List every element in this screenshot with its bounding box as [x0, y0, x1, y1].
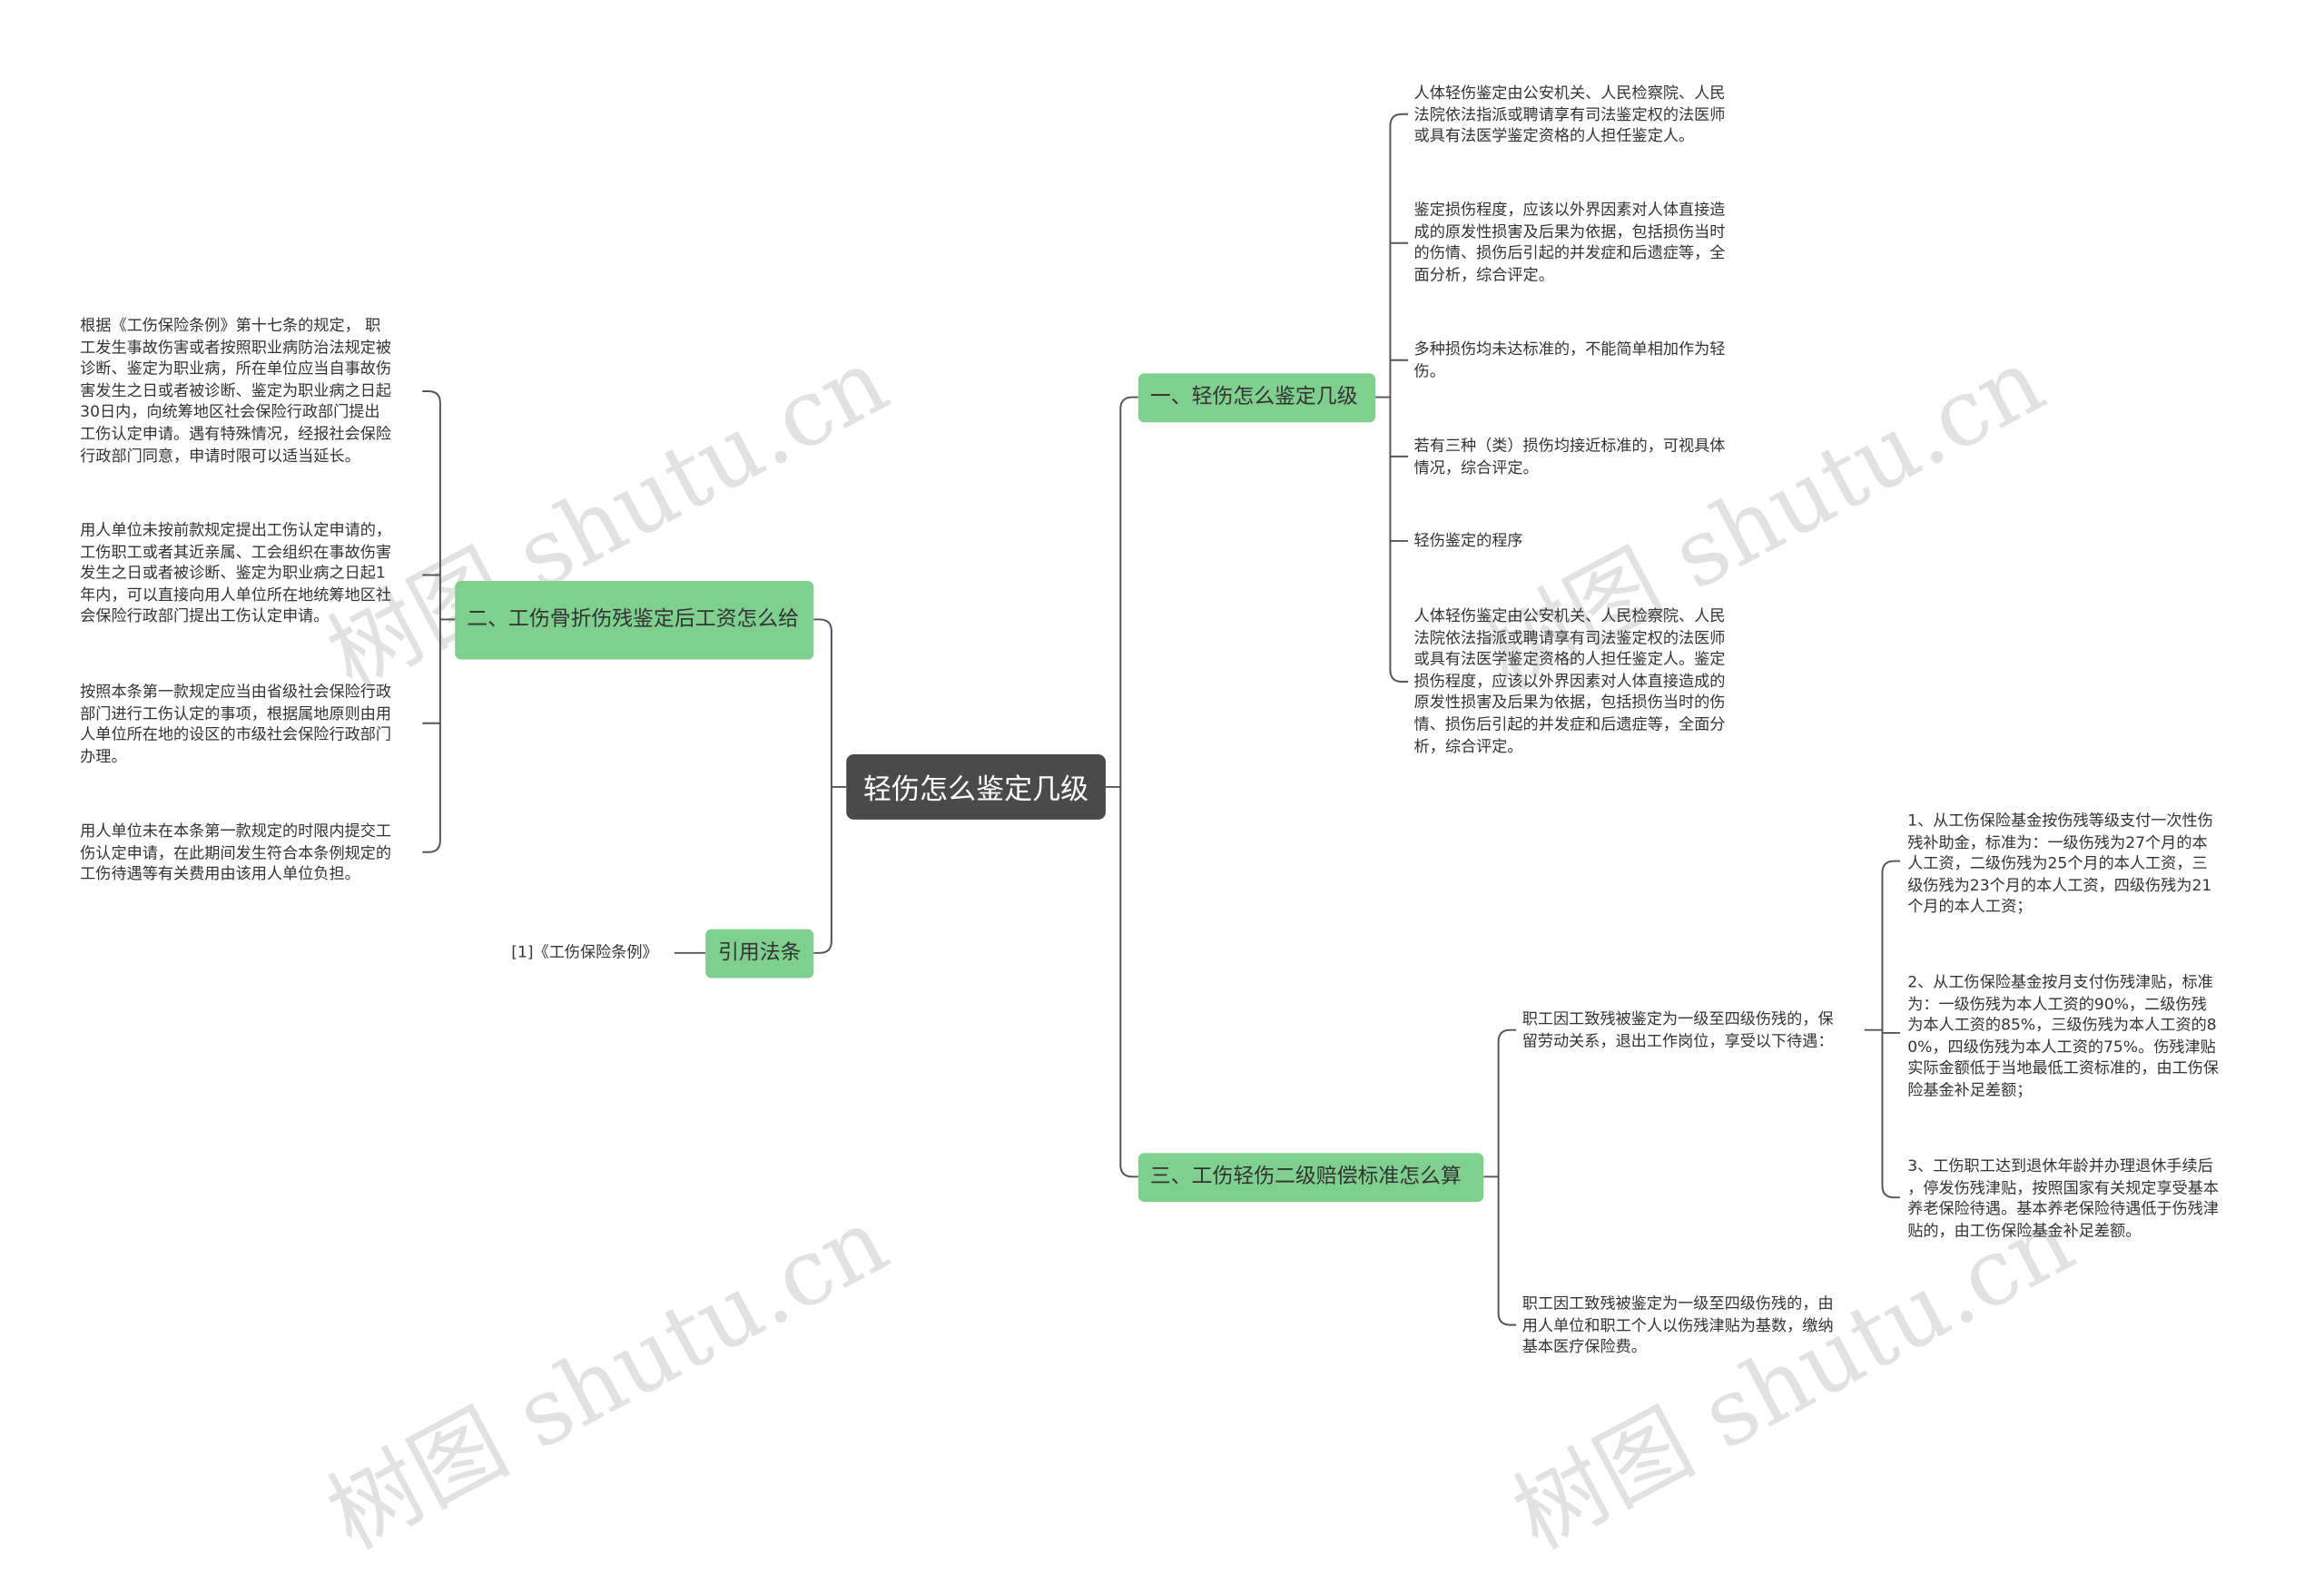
connector-line: [422, 390, 456, 621]
leaf-b3a-3: 3、工伤职工达到退休年龄并办理退休手续后 ，停发伤残津贴，按照国家有关规定享受基…: [1907, 1157, 2220, 1241]
root-topic[interactable]: 轻伤怎么鉴定几级: [846, 754, 1106, 820]
connector-line: [422, 619, 441, 853]
connector-line: [1864, 860, 1901, 1031]
leaf-b2-1: 根据《工伤保险条例》第十七条的规定， 职 工发生事故伤害或者按照职业病防治法规定…: [80, 317, 392, 465]
branch-b2[interactable]: 二、工伤骨折伤残鉴定后工资怎么给: [455, 580, 814, 660]
leaf-b3a-2: 2、从工伤保险基金按月支付伤残津贴，标准 为：一级伤残为本人工资的90%，二级伤…: [1907, 973, 2220, 1100]
leaf-b1-5: 轻伤鉴定的程序: [1413, 532, 1523, 550]
connector-line: [1497, 1176, 1517, 1326]
leaf-b1-2: 鉴定损伤程度，应该以外界因素对人体直接造 成的原发性损害及后果为依据，包括损伤当…: [1413, 202, 1726, 285]
leaf-b2-2: 用人单位未按前款规定提出工伤认定申请的， 工伤职工或者其近亲属、工会组织在事故伤…: [80, 521, 392, 626]
connector-line: [1105, 396, 1138, 788]
branch-b1[interactable]: 一、轻伤怎么鉴定几级: [1137, 373, 1376, 423]
branch-b3[interactable]: 三、工伤轻伤二级赔偿标准怎么算: [1137, 1153, 1484, 1203]
connector-line: [1881, 1029, 1901, 1199]
connector-lines: [422, 113, 1901, 1326]
leaf-b2-3: 按照本条第一款规定应当由省级社会保险行政 部门进行工伤认定的事项，根据属地原则由…: [80, 683, 392, 766]
leaf-b3-2: 职工因工致残被鉴定为一级至四级伤残的，由 用人单位和职工个人以伤残津贴为基数，缴…: [1521, 1294, 1834, 1357]
connector-line: [1375, 113, 1409, 398]
branch-b4[interactable]: 引用法条: [705, 929, 814, 979]
leaf-b2-4: 用人单位未在本条第一款规定的时限内提交工 伤认定申请，在此期间发生符合本条例规定…: [80, 822, 392, 884]
mindmap-canvas: 树图 shutu.cn 树图 shutu.cn 树图 shutu.cn 树图 s…: [80, 84, 2220, 1570]
leaf-b1-1: 人体轻伤鉴定由公安机关、人民检察院、人民 法院依法指派或聘请享有司法鉴定权的法医…: [1413, 84, 1726, 146]
connector-line: [1119, 786, 1138, 1178]
leaf-b3-1: 职工因工致残被鉴定为一级至四级伤残的，保 留劳动关系，退出工作岗位，享受以下待遇…: [1521, 1010, 1834, 1050]
leaf-b3a-1: 1、从工伤保险基金按伤残等级支付一次性伤 残补助金，标准为：一级伤残为27个月的…: [1907, 812, 2213, 917]
connector-line: [1389, 397, 1409, 683]
leaf-b1-3: 多种损伤均未达标准的，不能简单相加作为轻 伤。: [1413, 340, 1726, 380]
connector-line: [1483, 1028, 1517, 1178]
connector-line: [813, 786, 832, 954]
leaf-b4-1: [1]《工伤保险条例》: [511, 943, 658, 962]
connector-line: [813, 618, 847, 788]
leaf-b1-4: 若有三种（类）损伤均接近标准的，可视具体 情况，综合评定。: [1413, 437, 1726, 477]
leaf-b1-6: 人体轻伤鉴定由公安机关、人民检察院、人民 法院依法指派或聘请享有司法鉴定权的法医…: [1413, 607, 1726, 755]
